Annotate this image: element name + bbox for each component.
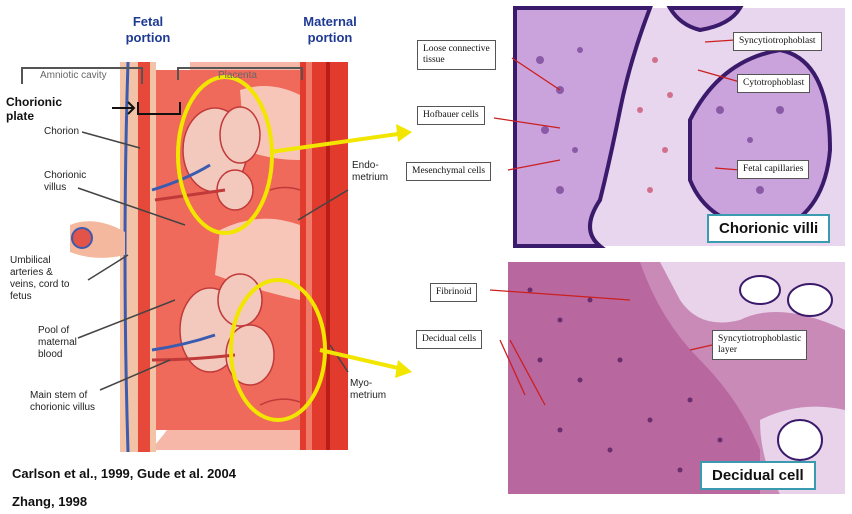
umbilical-line3: veins, cord to [10, 279, 69, 291]
decidual-cells-box: Decidual cells [416, 330, 482, 349]
pool-line1: Pool of [38, 325, 77, 337]
umbilical-label: Umbilical arteries & veins, cord to fetu… [10, 255, 69, 303]
fibrinoid-box: Fibrinoid [430, 283, 477, 302]
chorion-label: Chorion [44, 126, 79, 138]
endometrium-line1: Endo- [352, 160, 388, 172]
chorionic-villus-label: Chorionic villus [44, 170, 86, 194]
main-stem-label: Main stem of chorionic villus [30, 390, 95, 414]
chorionic-plate-line2: plate [6, 109, 62, 123]
chorionic-plate-label: Chorionic plate [6, 95, 62, 123]
syncytio-layer-line1: Syncytiotrophoblastic [718, 334, 801, 345]
chorionic-plate-line1: Chorionic [6, 95, 62, 109]
umbilical-line1: Umbilical [10, 255, 69, 267]
umbilical-line2: arteries & [10, 267, 69, 279]
loose-connective-line1: Loose connective [423, 44, 490, 55]
placenta-label: Placenta [218, 70, 257, 82]
cytotrophoblast-box: Cytotrophoblast [737, 74, 810, 93]
fetal-header-line2: portion [108, 30, 188, 46]
syncytiotrophoblast-box: Syncytiotrophoblast [733, 32, 822, 51]
decidual-cell-title: Decidual cell [700, 461, 816, 490]
syncytio-layer-line2: layer [718, 345, 801, 356]
amniotic-cavity-label: Amniotic cavity [40, 70, 107, 82]
myometrium-line2: metrium [350, 390, 386, 402]
fetal-capillaries-box: Fetal capillaries [737, 160, 809, 179]
chorionic-plate [138, 62, 150, 452]
maternal-portion-header: Maternal portion [285, 14, 375, 46]
chorionic-villus-line1: Chorionic [44, 170, 86, 182]
mesenchymal-cells-box: Mesenchymal cells [406, 162, 491, 181]
reference-line-1: Carlson et al., 1999, Gude et al. 2004 [12, 466, 236, 481]
maternal-header-line2: portion [285, 30, 375, 46]
endometrium-line2: metrium [352, 172, 388, 184]
loose-connective-tissue-box: Loose connective tissue [417, 40, 496, 70]
pool-line3: blood [38, 349, 77, 361]
syncytiotrophoblastic-layer-box: Syncytiotrophoblastic layer [712, 330, 807, 360]
fetal-header-line1: Fetal [108, 14, 188, 30]
main-stem-line2: chorionic villus [30, 402, 95, 414]
myometrium-line1: Myo- [350, 378, 386, 390]
umbilical-line4: fetus [10, 291, 69, 303]
maternal-header-line1: Maternal [285, 14, 375, 30]
main-stem-line1: Main stem of [30, 390, 95, 402]
reference-line-2: Zhang, 1998 [12, 494, 87, 509]
chorionic-villi-title: Chorionic villi [707, 214, 830, 243]
myometrium-label: Myo- metrium [350, 378, 386, 402]
pool-line2: maternal [38, 337, 77, 349]
pool-label: Pool of maternal blood [38, 325, 77, 361]
loose-connective-line2: tissue [423, 55, 490, 66]
hofbauer-cells-box: Hofbauer cells [417, 106, 485, 125]
fetal-portion-header: Fetal portion [108, 14, 188, 46]
endometrium-label: Endo- metrium [352, 160, 388, 184]
chorionic-villus-line2: villus [44, 182, 86, 194]
